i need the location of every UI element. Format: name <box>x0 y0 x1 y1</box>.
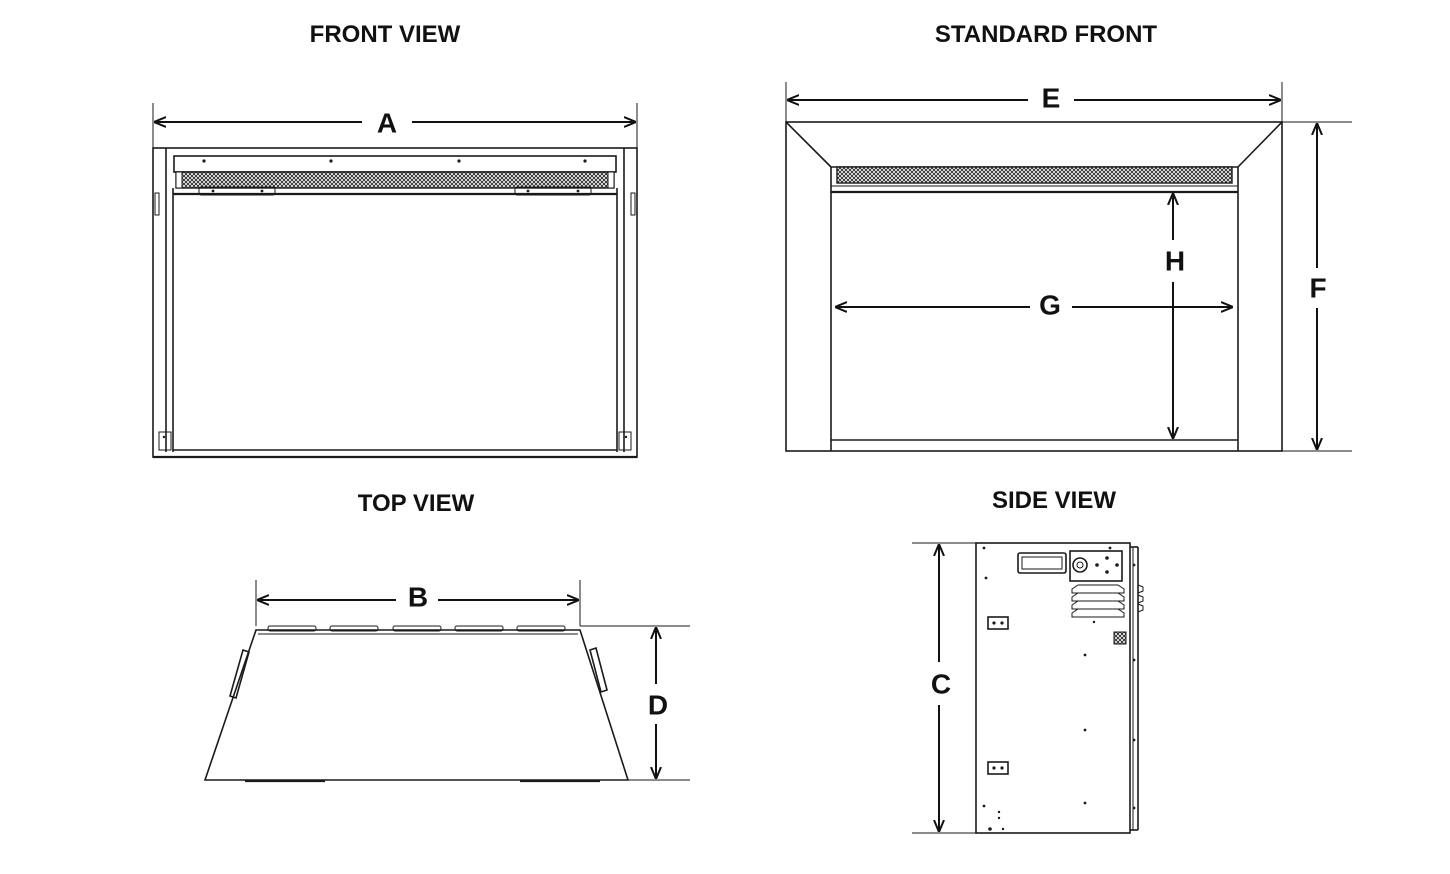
dimension-label-a: A <box>377 108 397 139</box>
dimension-label-f: F <box>1309 273 1326 304</box>
dimension-c: C <box>931 545 951 831</box>
front-view-drawing <box>152 103 638 459</box>
dimension-b: B <box>258 582 578 613</box>
dimension-f: F <box>1309 124 1327 449</box>
dimension-label-b: B <box>408 582 428 613</box>
standard-front-drawing <box>785 82 1352 452</box>
dimension-label-c: C <box>931 669 951 700</box>
standard-front-title: STANDARD FRONT <box>935 21 1158 48</box>
side-view-title: SIDE VIEW <box>992 487 1116 514</box>
dimension-label-h: H <box>1165 246 1185 277</box>
dimension-label-g: G <box>1039 290 1061 321</box>
dimension-label-d: D <box>648 690 668 721</box>
side-view-drawing <box>912 542 1144 834</box>
top-view-title: TOP VIEW <box>358 490 475 517</box>
dimension-label-e: E <box>1042 83 1061 114</box>
front-view-title: FRONT VIEW <box>310 21 461 48</box>
dimension-e: E <box>788 83 1280 114</box>
top-view-drawing <box>203 580 690 783</box>
dimension-g: G <box>836 290 1232 321</box>
dimension-h: H <box>1165 194 1185 438</box>
dimension-d: D <box>648 628 668 778</box>
dimension-a: A <box>155 108 635 139</box>
